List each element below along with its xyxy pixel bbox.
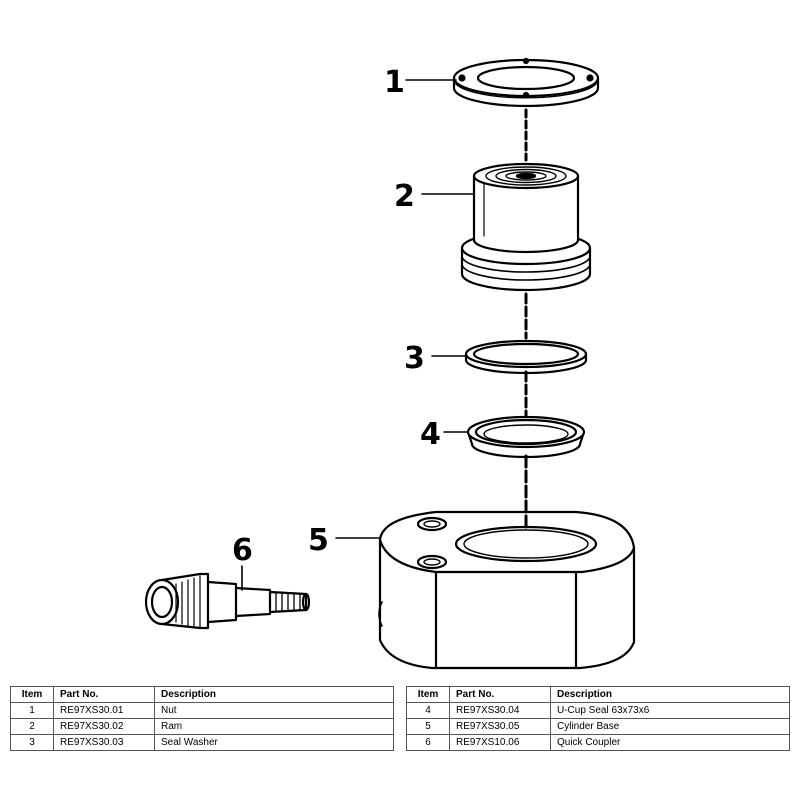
leader-lines — [241, 79, 475, 591]
callout-6: 6 — [232, 533, 253, 568]
part-no-cell: RE97XS10.06 — [449, 734, 551, 751]
part-1-nut — [452, 57, 600, 108]
callout-5: 5 — [308, 523, 329, 558]
callout-4: 4 — [420, 417, 441, 452]
header-part-no: Part No. — [449, 686, 551, 703]
part-6-quick-coupler — [144, 572, 311, 630]
header-description: Description — [154, 686, 394, 703]
part-no-cell: RE97XS30.05 — [449, 718, 551, 735]
header-part-no: Part No. — [53, 686, 155, 703]
table-row: 5 RE97XS30.05 Cylinder Base — [406, 718, 790, 735]
description-cell: Ram — [154, 718, 394, 735]
part-5-cylinder-base — [378, 510, 636, 670]
callout-1: 1 — [384, 65, 405, 100]
part-no-cell: RE97XS30.03 — [53, 734, 155, 751]
header-item: Item — [10, 686, 54, 703]
item-cell: 2 — [10, 718, 54, 735]
item-cell: 4 — [406, 702, 450, 719]
item-cell: 6 — [406, 734, 450, 751]
table-row: 1 RE97XS30.01 Nut — [10, 702, 394, 719]
description-cell: Nut — [154, 702, 394, 719]
part-3-seal-washer — [464, 339, 588, 375]
callout-2: 2 — [394, 179, 415, 214]
description-cell: Cylinder Base — [550, 718, 790, 735]
table-row: 2 RE97XS30.02 Ram — [10, 718, 394, 735]
part-no-cell: RE97XS30.04 — [449, 702, 551, 719]
table-header-row: Item Part No. Description — [406, 686, 790, 703]
item-cell: 1 — [10, 702, 54, 719]
parts-table-right: Item Part No. Description 4 RE97XS30.04 … — [406, 686, 790, 751]
item-cell: 5 — [406, 718, 450, 735]
table-row: 6 RE97XS10.06 Quick Coupler — [406, 734, 790, 751]
exploded-parts-diagram: 1 2 3 4 5 6 — [144, 57, 636, 670]
table-row: 4 RE97XS30.04 U-Cup Seal 63x73x6 — [406, 702, 790, 719]
part-2-ram — [460, 162, 592, 292]
parts-table-left: Item Part No. Description 1 RE97XS30.01 … — [10, 686, 394, 751]
item-cell: 3 — [10, 734, 54, 751]
table-header-row: Item Part No. Description — [10, 686, 394, 703]
description-cell: Seal Washer — [154, 734, 394, 751]
callout-3: 3 — [404, 341, 425, 376]
part-no-cell: RE97XS30.01 — [53, 702, 155, 719]
table-row: 3 RE97XS30.03 Seal Washer — [10, 734, 394, 751]
header-description: Description — [550, 686, 790, 703]
part-no-cell: RE97XS30.02 — [53, 718, 155, 735]
description-cell: Quick Coupler — [550, 734, 790, 751]
part-4-u-cup-seal — [466, 415, 586, 459]
header-item: Item — [406, 686, 450, 703]
description-cell: U-Cup Seal 63x73x6 — [550, 702, 790, 719]
